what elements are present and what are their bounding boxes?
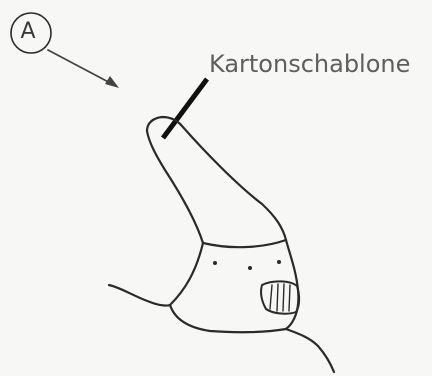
callout-label: Kartonschablone [209, 50, 410, 78]
knuckle-outline [286, 329, 334, 372]
rivet-dot [277, 260, 281, 264]
cardboard-template [147, 117, 286, 243]
finger-splint [170, 240, 299, 332]
strap-pad [261, 281, 299, 313]
rivet-dot [248, 266, 252, 270]
finger-lower-line [170, 243, 203, 305]
pad-hatch [270, 284, 290, 311]
rivet-dot [213, 261, 217, 265]
direction-arrow [48, 50, 119, 88]
marker-label: A [13, 17, 43, 47]
hand-outline [109, 285, 170, 306]
